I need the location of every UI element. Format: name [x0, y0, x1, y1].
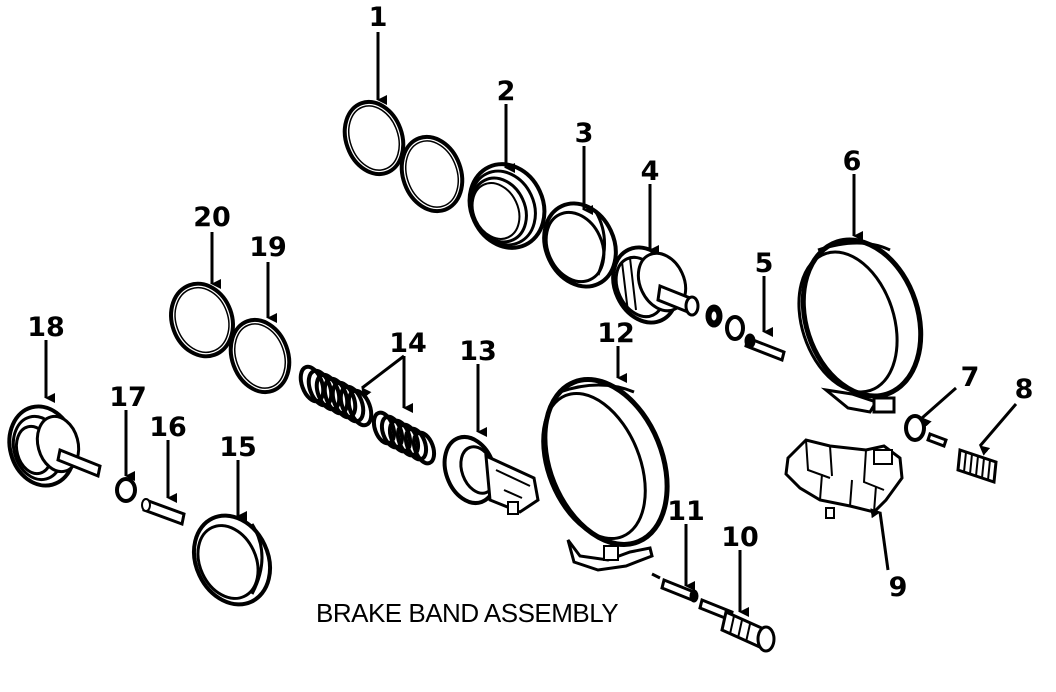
callout-18: 18 — [27, 312, 65, 343]
callout-13: 13 — [459, 336, 497, 367]
callout-10: 10 — [721, 522, 759, 553]
callout-4: 4 — [641, 156, 660, 187]
part-12-brake-band — [541, 377, 670, 572]
part-5-pin — [744, 333, 786, 363]
part-10-adjusting-screw — [698, 597, 776, 653]
callout-14: 14 — [389, 328, 427, 359]
callout-6: 6 — [843, 146, 862, 177]
part-7-washer — [904, 414, 948, 448]
leader-7 — [921, 386, 957, 429]
callout-11: 11 — [667, 496, 705, 527]
part-8-adjuster — [956, 447, 998, 485]
callout-5: 5 — [755, 248, 774, 279]
callout-17: 17 — [109, 382, 147, 413]
leader-arrows — [44, 32, 1018, 617]
callout-16: 16 — [149, 412, 187, 443]
part-20-snap-ring — [169, 281, 235, 359]
part-11-pin — [651, 572, 699, 603]
callout-7: 7 — [961, 362, 980, 393]
part-17-washer — [115, 477, 137, 503]
callout-19: 19 — [249, 232, 287, 263]
callout-3: 3 — [575, 118, 594, 149]
part-14-springs — [298, 364, 437, 466]
part-3-seal-ring — [542, 201, 618, 289]
part-2-seal-ring — [467, 162, 547, 250]
callout-1: 1 — [369, 2, 388, 33]
part-19-snap-ring — [228, 317, 292, 395]
callout-2: 2 — [497, 76, 516, 107]
callout-8: 8 — [1015, 374, 1034, 405]
part-9-strut — [784, 438, 904, 519]
leader-8 — [978, 403, 1018, 456]
part-6-brake-band — [797, 237, 924, 414]
leader-9 — [870, 508, 890, 571]
part-1-snap-rings — [342, 99, 465, 214]
part-15-seal-ring — [192, 513, 272, 607]
leader-14a — [361, 354, 405, 399]
callout-15: 15 — [219, 432, 257, 463]
part-16-pin — [141, 497, 186, 527]
callout-12: 12 — [597, 318, 635, 349]
diagram-caption: BRAKE BAND ASSEMBLY — [316, 598, 618, 628]
part-18-piston — [7, 404, 102, 488]
part-13-servo-cover — [442, 435, 540, 515]
callout-9: 9 — [889, 572, 908, 603]
callout-20: 20 — [193, 202, 231, 233]
part-4-piston — [611, 245, 745, 341]
callout-numbers: 1 2 3 4 5 6 7 8 9 10 11 12 13 14 15 16 1… — [27, 2, 1033, 603]
